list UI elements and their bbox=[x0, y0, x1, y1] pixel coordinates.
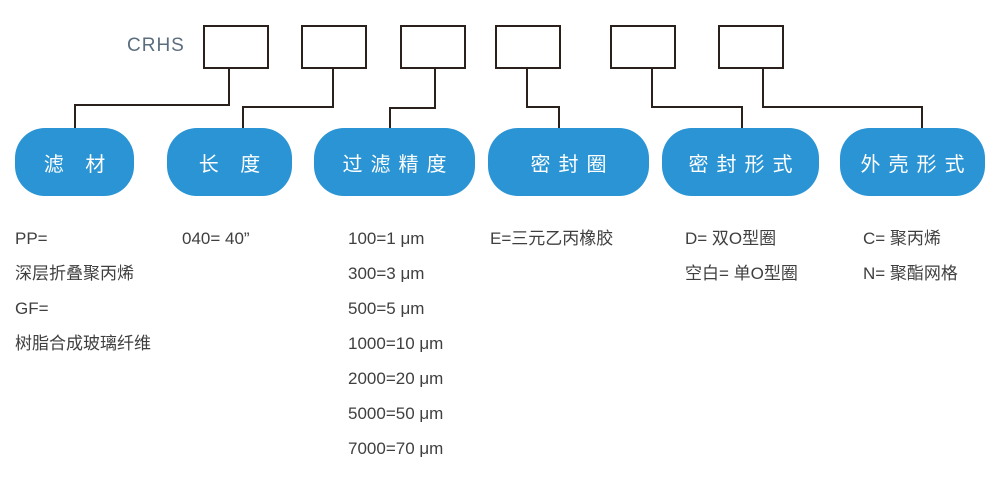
option-line: 1000=10 μm bbox=[348, 334, 444, 353]
connector-line-shell-type bbox=[762, 69, 923, 129]
pill-filtration-rating: 过滤精度 bbox=[314, 128, 475, 196]
option-line: E=三元乙丙橡胶 bbox=[490, 229, 614, 248]
pill-seal-type-label: 密封形式 bbox=[688, 153, 801, 176]
code-box-1 bbox=[203, 25, 269, 69]
pill-filter-media: 滤 材 bbox=[15, 128, 134, 196]
option-line: PP= bbox=[15, 229, 48, 248]
option-line: 040= 40” bbox=[182, 229, 250, 248]
pill-seal-ring: 密封圈 bbox=[488, 128, 649, 196]
code-box-5 bbox=[610, 25, 676, 69]
connector-line-length bbox=[242, 69, 334, 129]
pill-shell-type: 外壳形式 bbox=[840, 128, 985, 196]
code-box-4 bbox=[495, 25, 561, 69]
option-line: 2000=20 μm bbox=[348, 369, 444, 388]
options-filtration-rating: 100=1 μm 300=3 μm 500=5 μm 1000=10 μm 20… bbox=[348, 221, 443, 466]
option-line: 树脂合成玻璃纤维 bbox=[15, 334, 151, 353]
pill-seal-type: 密封形式 bbox=[662, 128, 819, 196]
pill-seal-ring-label: 密封圈 bbox=[530, 153, 615, 176]
product-code-prefix: CRHS bbox=[127, 35, 185, 56]
options-length: 040= 40” bbox=[182, 221, 250, 256]
pill-filtration-rating-label: 过滤精度 bbox=[342, 153, 455, 176]
pill-shell-type-label: 外壳形式 bbox=[860, 153, 973, 176]
option-line: 7000=70 μm bbox=[348, 439, 444, 458]
option-line: 空白= 单O型圈 bbox=[685, 264, 798, 283]
option-line: 500=5 μm bbox=[348, 299, 425, 318]
options-filter-media: PP= 深层折叠聚丙烯 GF= 树脂合成玻璃纤维 bbox=[15, 221, 151, 361]
code-box-3 bbox=[400, 25, 466, 69]
pill-length: 长 度 bbox=[167, 128, 292, 196]
option-line: 100=1 μm bbox=[348, 229, 425, 248]
connector-line-filtration-rating bbox=[389, 69, 436, 129]
connector-line-filter-media bbox=[74, 69, 230, 129]
pill-filter-media-label: 滤 材 bbox=[43, 153, 114, 176]
code-box-2 bbox=[301, 25, 367, 69]
option-line: 300=3 μm bbox=[348, 264, 425, 283]
option-line: GF= bbox=[15, 299, 49, 318]
code-box-6 bbox=[718, 25, 784, 69]
options-shell-type: C= 聚丙烯 N= 聚酯网格 bbox=[863, 221, 958, 291]
option-line: C= 聚丙烯 bbox=[863, 229, 941, 248]
option-line: N= 聚酯网格 bbox=[863, 264, 958, 283]
option-line: 5000=50 μm bbox=[348, 404, 444, 423]
options-seal-ring: E=三元乙丙橡胶 bbox=[490, 221, 613, 256]
pill-length-label: 长 度 bbox=[198, 153, 269, 176]
connector-line-seal-ring bbox=[526, 69, 560, 129]
connector-line-seal-type bbox=[651, 69, 743, 129]
option-line: 深层折叠聚丙烯 bbox=[15, 264, 134, 283]
options-seal-type: D= 双O型圈 空白= 单O型圈 bbox=[685, 221, 798, 291]
option-line: D= 双O型圈 bbox=[685, 229, 777, 248]
